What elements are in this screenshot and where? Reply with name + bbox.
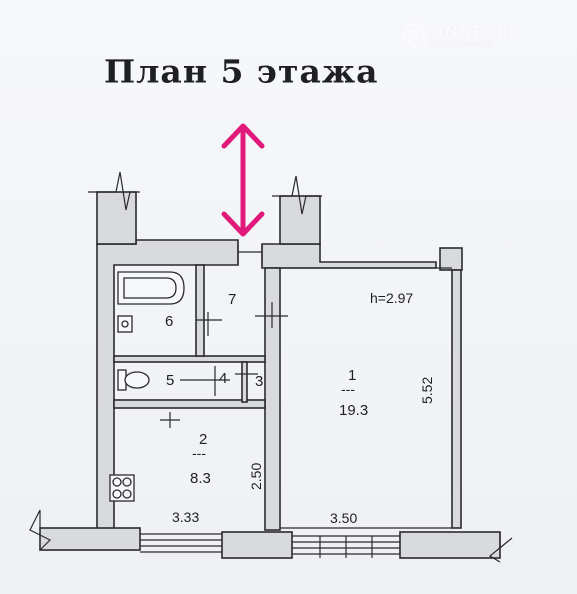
room-1-separator: ---: [341, 381, 355, 397]
room-4-number: 4: [219, 370, 228, 387]
room-2-depth-dimension: 2.50: [248, 462, 264, 490]
watermark-subtitle: НЕДВИЖИМОСТЬ: [430, 41, 494, 49]
room-1-number: 1: [348, 367, 357, 384]
watermark-brand: ONREALT: [430, 22, 519, 41]
room-6-number: 6: [165, 313, 174, 330]
walls: [39, 191, 501, 559]
room-1-width-dimension: 3.50: [330, 510, 358, 526]
room-1-depth-dimension: 5.52: [419, 376, 435, 404]
room-7-number: 7: [228, 291, 237, 308]
toilet-icon: [117, 369, 150, 391]
room-2-area: 8.3: [190, 470, 211, 487]
interior-lines: [160, 244, 452, 529]
break-lines: [29, 171, 513, 563]
watermark: ONREALT НЕДВИЖИМОСТЬ: [400, 20, 570, 54]
room-2-number: 2: [199, 431, 208, 448]
bathtub-icon: [117, 271, 185, 305]
room-1-area: 19.3: [339, 402, 369, 419]
ceiling-height: h=2.97: [370, 290, 414, 306]
entrance-arrow-icon: [221, 123, 265, 237]
windows: [140, 533, 400, 558]
room-5-number: 5: [166, 372, 175, 389]
room-2-width-dimension: 3.33: [172, 509, 200, 525]
room-2-separator: ---: [192, 445, 206, 461]
room-3-number: 3: [255, 373, 264, 390]
plan-title: План 5 этажа: [104, 52, 379, 91]
sink-icon: [117, 315, 133, 333]
watermark-logo-icon: [402, 22, 426, 48]
kitchen-stove-icon: [109, 474, 135, 502]
